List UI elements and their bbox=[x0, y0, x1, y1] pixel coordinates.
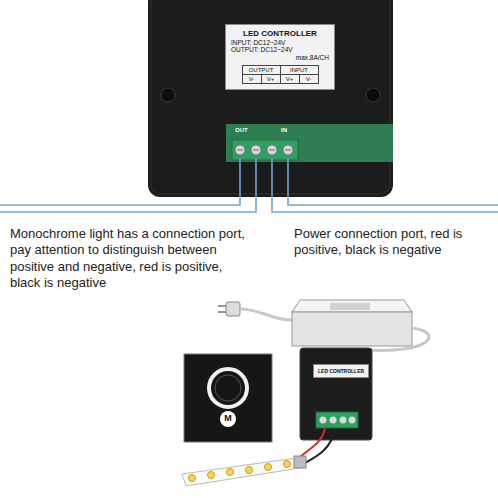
small-controller bbox=[340, 417, 347, 424]
wall-panel bbox=[215, 375, 241, 401]
table-cell: OUTPUT bbox=[243, 66, 281, 75]
led-strip bbox=[227, 469, 234, 476]
led-strip bbox=[189, 475, 196, 482]
note-text: Monochrome light has a connection port, … bbox=[10, 226, 255, 291]
power-plug bbox=[218, 302, 292, 320]
spec-line: INPUT: DC12~24V bbox=[231, 39, 329, 47]
small-controller bbox=[298, 348, 372, 464]
led-strip bbox=[265, 464, 272, 471]
label-heading: LED CONTROLLER bbox=[318, 368, 364, 374]
pin-name: V- bbox=[243, 75, 262, 84]
wire bbox=[288, 158, 498, 205]
led-strip bbox=[294, 456, 306, 468]
power-supply bbox=[330, 303, 370, 310]
wire bbox=[0, 158, 498, 212]
led-strip bbox=[182, 458, 300, 486]
small-controller bbox=[316, 412, 358, 428]
port-name: IN bbox=[281, 127, 287, 135]
circuit-board bbox=[226, 124, 393, 162]
circuit-board bbox=[226, 124, 393, 162]
led-strip bbox=[246, 467, 253, 474]
power-supply bbox=[292, 312, 412, 346]
controller-panel bbox=[161, 88, 175, 102]
mode-button-label: M bbox=[224, 413, 232, 424]
wall-panel bbox=[184, 354, 272, 442]
spec-line: OUTPUT: DC12~24V bbox=[231, 46, 329, 54]
circuit-board bbox=[232, 140, 298, 160]
wire bbox=[0, 158, 256, 212]
wire bbox=[272, 158, 498, 212]
table-cell: INPUT bbox=[281, 66, 319, 75]
small-controller bbox=[298, 428, 325, 459]
small-controller bbox=[320, 417, 327, 424]
power-supply bbox=[292, 300, 429, 350]
small-controller bbox=[300, 348, 372, 440]
small-controller bbox=[330, 417, 337, 424]
controller-panel bbox=[148, 0, 393, 197]
pin-table: OUTPUTINPUTV-V+V+V- bbox=[242, 65, 319, 84]
led-strip bbox=[182, 456, 306, 486]
label-heading: LED CONTROLLER bbox=[231, 29, 329, 39]
controller-panel bbox=[151, 0, 390, 194]
wall-panel bbox=[209, 369, 247, 407]
controller-label: LED CONTROLLERINPUT: DC12~24VOUTPUT: DC1… bbox=[225, 24, 335, 90]
circuit-board bbox=[237, 150, 291, 151]
power-plug bbox=[218, 311, 226, 313]
pin-name: V+ bbox=[281, 75, 300, 84]
led-strip bbox=[284, 461, 291, 468]
pin-name: V- bbox=[300, 75, 319, 84]
power-supply bbox=[366, 328, 429, 350]
power-plug bbox=[240, 309, 292, 320]
controller-panel bbox=[148, 0, 393, 197]
spec-line: max.8A/CH bbox=[231, 54, 329, 62]
small-controller bbox=[349, 417, 356, 424]
controller-label: LED CONTROLLER bbox=[313, 364, 369, 378]
small-controller bbox=[303, 428, 335, 464]
port-name: OUT bbox=[235, 127, 248, 135]
pin-name: V+ bbox=[262, 75, 281, 84]
wire bbox=[0, 158, 240, 205]
controller-panel bbox=[366, 88, 380, 102]
power-plug bbox=[226, 302, 240, 316]
note-text: Power connection port, red is positive, … bbox=[294, 226, 492, 259]
wall-panel bbox=[220, 411, 236, 427]
power-supply bbox=[292, 300, 412, 312]
led-strip bbox=[208, 472, 215, 479]
wall-panel bbox=[184, 354, 272, 442]
power-plug bbox=[218, 305, 226, 307]
